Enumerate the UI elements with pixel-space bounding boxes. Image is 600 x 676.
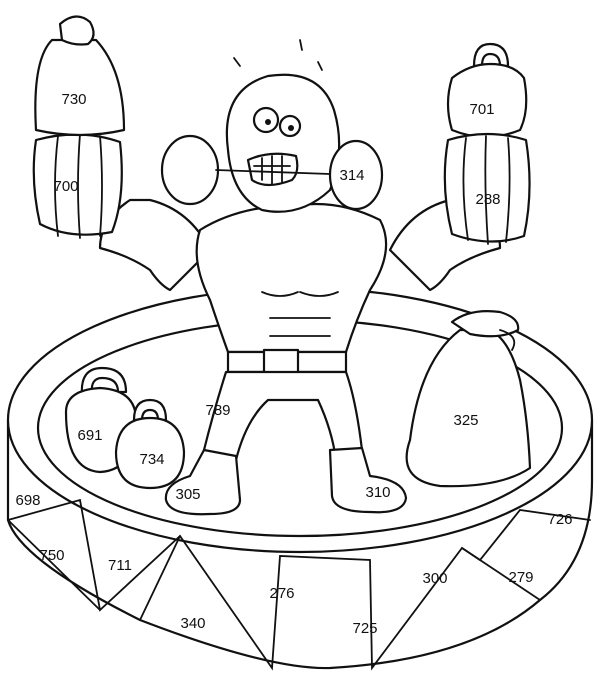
num-weight-top-right: 701	[469, 101, 494, 118]
num-sack-top: 730	[61, 91, 86, 108]
num-legs: 789	[205, 402, 230, 419]
num-panel-6: 300	[422, 570, 447, 587]
num-panel-3: 340	[180, 615, 205, 632]
strongman-body	[98, 198, 502, 516]
num-panel-2: 711	[108, 557, 132, 574]
sack-top	[34, 15, 126, 137]
num-ring-right: 726	[547, 511, 572, 528]
barrel-right	[443, 132, 531, 245]
num-shoe-left: 305	[175, 486, 200, 503]
num-sack-big: 325	[453, 412, 478, 429]
num-kettlebell-small: 734	[139, 451, 164, 468]
num-barrel-right: 288	[475, 191, 500, 208]
num-shoe-right: 310	[365, 484, 390, 501]
kettlebell-small	[114, 398, 186, 490]
sack-big	[405, 310, 532, 488]
num-ring-left: 698	[15, 492, 40, 509]
strongman-head	[225, 39, 341, 213]
num-panel-1: 750	[39, 547, 64, 564]
region-numbers: 730 700 701 288 314 691 734 789 325 305 …	[15, 91, 572, 637]
weight-top-right	[446, 42, 528, 139]
ring-zigzag	[7, 498, 591, 671]
num-panel-7: 279	[508, 569, 533, 586]
barrel-left	[32, 133, 123, 239]
num-kettlebell-big: 691	[77, 427, 102, 444]
num-panel-4: 276	[269, 585, 294, 602]
num-bar-right: 314	[339, 167, 364, 184]
bar-in-mouth	[160, 134, 384, 211]
num-barrel-left: 700	[53, 178, 78, 195]
num-panel-5: 725	[352, 620, 377, 637]
